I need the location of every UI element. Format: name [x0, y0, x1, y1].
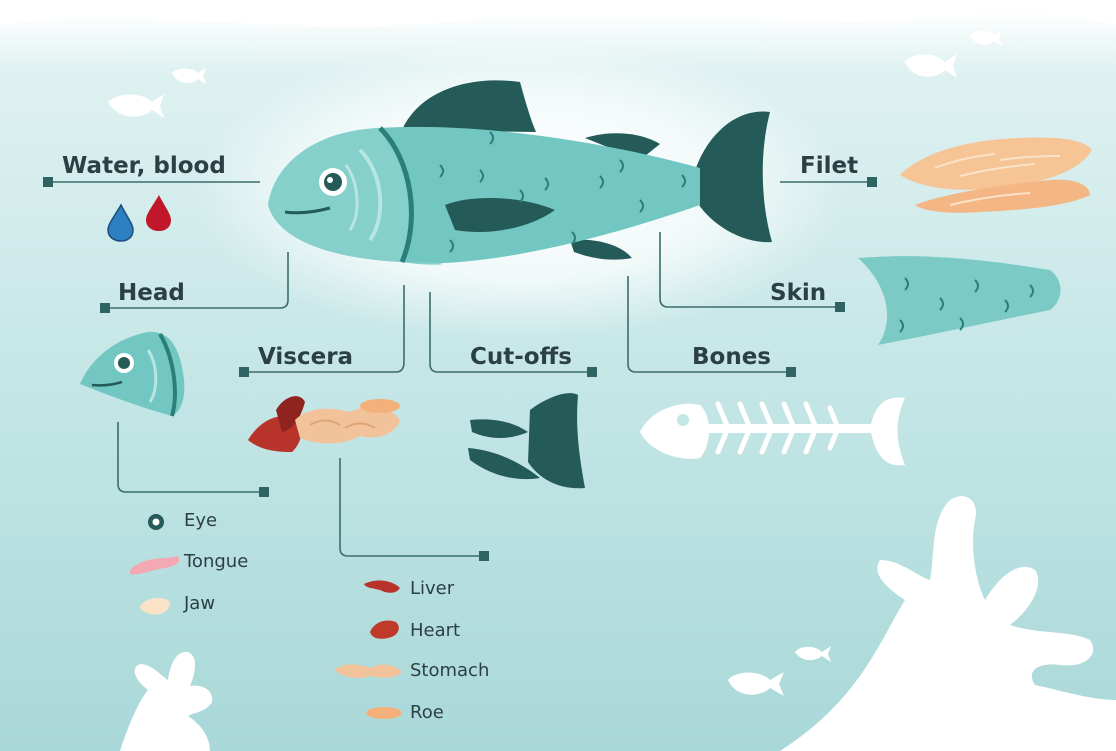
label-viscera: Viscera — [258, 346, 353, 369]
roe-icon — [366, 707, 402, 719]
label-water-blood: Water, blood — [62, 155, 226, 178]
label-bones: Bones — [692, 346, 771, 369]
label-skin: Skin — [770, 282, 826, 305]
label-cutoffs: Cut-offs — [470, 346, 572, 369]
eye-legend-icon — [148, 514, 164, 530]
label-roe: Roe — [410, 704, 444, 722]
label-filet: Filet — [800, 155, 858, 178]
label-tongue: Tongue — [184, 553, 248, 571]
label-stomach: Stomach — [410, 662, 489, 680]
label-head: Head — [118, 282, 185, 305]
label-eye: Eye — [184, 512, 217, 530]
label-jaw: Jaw — [184, 595, 215, 613]
label-liver: Liver — [410, 580, 454, 598]
label-heart: Heart — [410, 622, 460, 640]
